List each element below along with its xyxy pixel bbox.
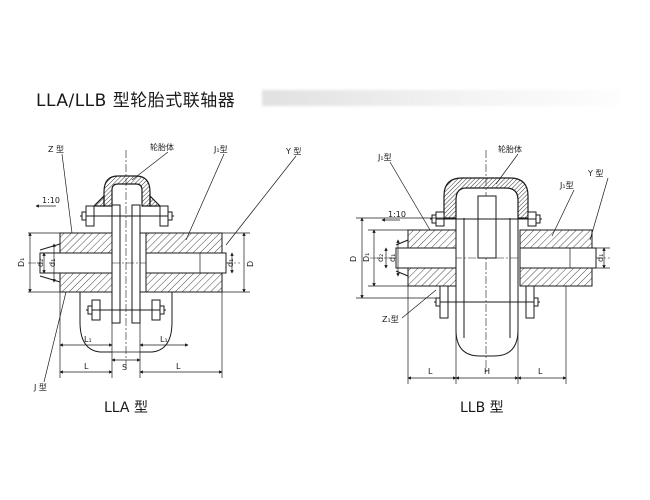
llb-right-hub-upper xyxy=(519,229,593,249)
llb-label-taper: 1:10 xyxy=(388,210,406,219)
lla-leader-z xyxy=(61,153,73,234)
lla-label-L-right: L xyxy=(176,362,181,371)
lla-label-j-type: J 型 xyxy=(33,383,47,392)
llb-left-hub-lower xyxy=(407,267,457,287)
lla-leader-y xyxy=(225,155,297,246)
lla-diagram: Z 型 轮胎体 J₁型 Y 型 1:10 D₁ d₂ d₁ d₁ D L₁ L₁… xyxy=(17,142,301,416)
llb-label-j1-top: J₁型 xyxy=(377,153,392,162)
llb-leader-y xyxy=(589,177,609,241)
lla-top-bolts xyxy=(80,205,174,227)
lla-leader-j xyxy=(43,291,67,383)
llb-label-tire-body: 轮胎体 xyxy=(498,144,522,154)
llb-bottom-bolts xyxy=(434,285,540,319)
lla-leader-tire xyxy=(131,151,169,181)
lla-right-flange xyxy=(131,204,141,324)
llb-right-hub-lower xyxy=(519,267,593,287)
lla-label-d1-right: d₁ xyxy=(226,259,235,267)
llb-label-D: D xyxy=(349,256,358,262)
lla-left-flange xyxy=(111,204,121,324)
lla-label-S: S xyxy=(122,363,127,372)
llb-left-bore xyxy=(395,247,457,269)
lla-caption: LLA 型 xyxy=(104,400,148,416)
page-title: LLA/LLB 型轮胎式联轴器 xyxy=(36,91,236,111)
llb-label-y-type: Y 型 xyxy=(587,169,603,178)
lla-label-L1-right: L₁ xyxy=(160,335,168,344)
lla-tire-body xyxy=(103,175,151,207)
lla-leader-j1 xyxy=(185,153,225,241)
llb-leader-j1-top xyxy=(389,161,431,231)
llb-leader-z1 xyxy=(401,289,437,319)
llb-label-d1-right: d₁ xyxy=(596,254,605,262)
lla-label-D: D xyxy=(246,261,255,267)
llb-label-H: H xyxy=(484,367,490,376)
lla-label-j1-type: J₁型 xyxy=(213,145,228,154)
lla-label-taper: 1:10 xyxy=(42,196,60,205)
lla-label-d2: d₂ xyxy=(36,259,45,267)
lla-right-hub-upper xyxy=(145,232,223,254)
llb-top-bolts xyxy=(430,211,542,227)
lla-label-D1: D₁ xyxy=(17,258,26,267)
llb-label-L-left: L xyxy=(428,367,433,376)
lla-label-y-type: Y 型 xyxy=(285,147,301,156)
lla-right-hub-lower xyxy=(145,272,223,293)
llb-label-z1-type: Z₁型 xyxy=(382,315,399,324)
llb-label-d2: d₂ xyxy=(376,254,385,262)
llb-right-bore xyxy=(519,247,597,269)
lla-label-L-left: L xyxy=(84,362,89,371)
llb-caption: LLB 型 xyxy=(460,400,504,416)
llb-label-d1-hub: d₁ xyxy=(388,254,397,262)
llb-center-sleeve xyxy=(477,195,497,259)
llb-label-L-right: L xyxy=(538,367,543,376)
lla-left-taper-lines xyxy=(39,243,61,283)
lla-label-z-type: Z 型 xyxy=(48,145,64,154)
llb-diagram: J₁型 轮胎体 Y 型 J₁型 1:10 D D₁ d₂ d₁ d₁ Z₁型 L… xyxy=(349,144,610,416)
lla-label-tire-body: 轮胎体 xyxy=(150,142,174,152)
llb-label-j1-right: J₁型 xyxy=(559,181,574,190)
lla-left-hub-upper xyxy=(59,232,113,254)
llb-left-hub-upper xyxy=(407,229,457,249)
lla-bottom-bolts xyxy=(86,299,166,321)
llb-leader-tire xyxy=(495,153,519,185)
lla-label-d1-hub: d₁ xyxy=(48,259,57,267)
title-smudge xyxy=(262,90,622,106)
llb-drum xyxy=(455,218,519,357)
lla-label-L1-left: L₁ xyxy=(84,335,92,344)
llb-tire-body xyxy=(443,177,529,219)
lla-right-bore xyxy=(145,252,227,274)
lla-left-hub-lower xyxy=(59,272,113,293)
llb-leader-j1-right xyxy=(551,189,575,237)
llb-label-D1: D₁ xyxy=(362,253,371,262)
